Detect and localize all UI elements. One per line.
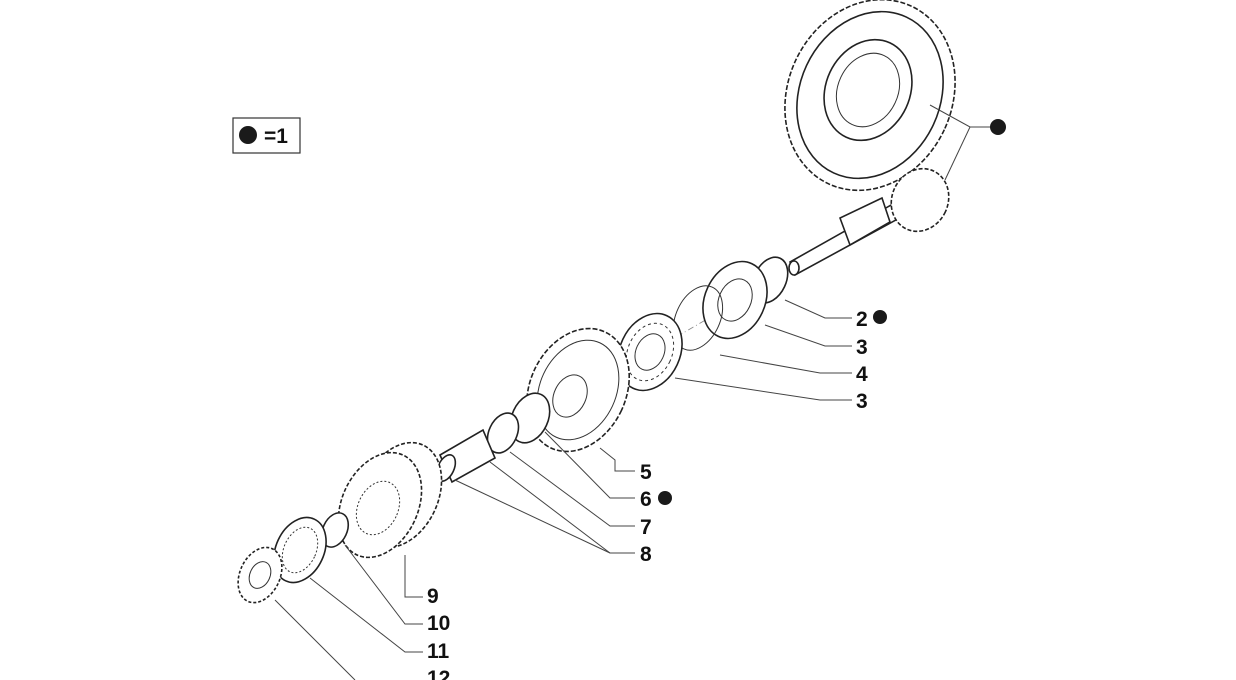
marker-dot-2: [873, 310, 887, 324]
callout-12: 12: [427, 667, 450, 680]
leader-lines: [274, 104, 992, 680]
callout-7: 7: [640, 516, 652, 539]
callout-6: 6: [640, 488, 652, 511]
callout-3: 3: [856, 336, 868, 359]
callout-10: 10: [427, 612, 450, 635]
part-5-gear: [525, 327, 631, 453]
part-7-washer: [486, 412, 520, 454]
callout-11: 11: [427, 640, 450, 663]
callout-2: 2: [856, 308, 868, 331]
part-9-double-gear: [337, 441, 443, 559]
legend-text: =1: [264, 125, 288, 148]
callout-9: 9: [427, 585, 439, 608]
part-11-synchronizer-sleeve: [273, 516, 327, 584]
marker-dot-gear-set: [990, 119, 1006, 135]
callout-8: 8: [640, 543, 652, 566]
callout-4: 4: [856, 363, 868, 386]
ring-gear: [784, 0, 956, 192]
part-6-thrust-washer: [509, 392, 551, 444]
callout-5: 5: [640, 461, 652, 484]
callout-3b: 3: [856, 390, 868, 413]
bullet-icon: [239, 126, 257, 144]
part-3-bearing-upper: [702, 260, 768, 340]
part-8-needle-bearings: [435, 428, 497, 484]
legend: =1: [232, 117, 301, 154]
part-4-snap-ring: [672, 285, 724, 351]
part-3-bearing-lower: [617, 312, 683, 392]
marker-dot-6: [658, 491, 672, 505]
pinion-shaft: [788, 167, 950, 277]
part-12-gear: [237, 546, 283, 604]
part-10-ring: [320, 512, 350, 548]
